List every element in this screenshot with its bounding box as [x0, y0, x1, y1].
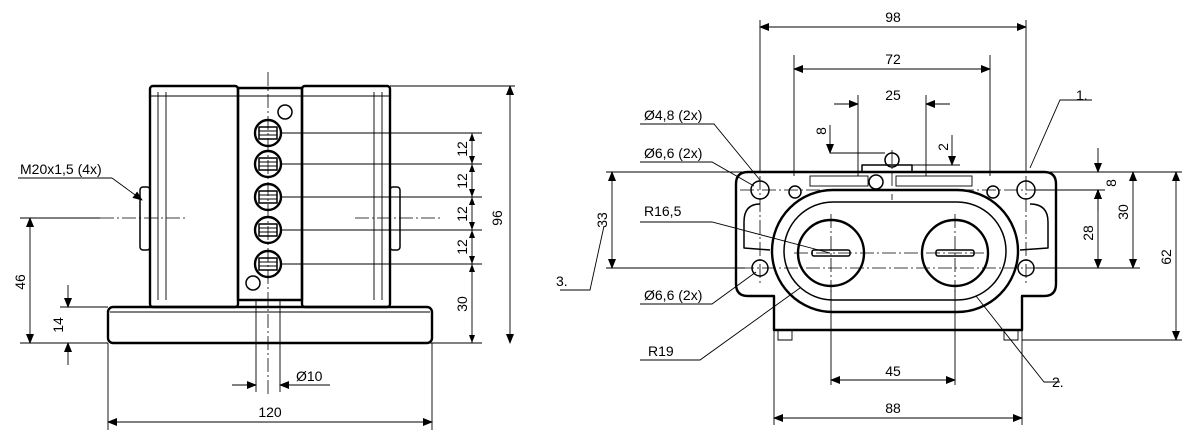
mount-hole-top: [277, 104, 293, 120]
callout-1: 1.: [1076, 87, 1088, 103]
dim-height-total: 96: [489, 210, 505, 226]
dim-small-8: 8: [813, 127, 829, 135]
dim-pitch-2: 12: [454, 173, 470, 189]
side-view: 98 72 25 8 2 Ø4,8 (2x) Ø6,6 (2x) R16,5 Ø…: [556, 9, 1182, 425]
left-gland: [139, 186, 151, 251]
dim-right-30: 30: [1115, 204, 1131, 220]
center-channel: [236, 86, 304, 302]
dim-right-8: 8: [1103, 179, 1119, 187]
dim-right-28: 28: [1080, 225, 1096, 241]
dim-pitch-1: 12: [454, 141, 470, 157]
dim-right-62: 62: [1158, 249, 1174, 265]
dim-bottom-88: 88: [885, 400, 901, 416]
dim-height-axis: 46: [12, 274, 28, 290]
front-view: M20x1,5 (4x) 96 12 12 12 12 30 46 14 Ø10…: [12, 72, 515, 430]
right-gland: [389, 186, 401, 251]
thread-label: M20x1,5 (4x): [20, 161, 102, 177]
dim-hole-dia: Ø10: [296, 368, 323, 384]
dim-bottom-45: 45: [885, 363, 901, 379]
hole-66-top-label: Ø6,6 (2x): [644, 145, 702, 161]
dim-lower-axis: 30: [454, 296, 470, 312]
radius-19-label: R19: [648, 343, 674, 359]
hole-small-right: [986, 185, 1000, 199]
oval-inner: [783, 201, 1007, 301]
callout-2: 2.: [1052, 374, 1064, 390]
dim-base-height: 14: [50, 317, 66, 333]
hole-48-label: Ø4,8 (2x): [644, 107, 702, 123]
pitch-arrows: [469, 133, 475, 343]
left-housing: [148, 84, 240, 309]
dim-pitch-3: 12: [454, 206, 470, 222]
mount-hole-bottom: [245, 275, 261, 291]
hole-66-bottom-label: Ø6,6 (2x): [644, 287, 702, 303]
base-plate: [106, 305, 434, 345]
dim-outer-width: 98: [885, 9, 901, 25]
dim-33: 33: [594, 212, 610, 228]
hole-small-left: [788, 185, 802, 199]
dim-mid-width: 72: [885, 51, 901, 67]
dim-pitch-4: 12: [454, 239, 470, 255]
dim-small-2: 2: [935, 143, 951, 151]
dim-top-width: 25: [885, 87, 901, 103]
dim-width: 120: [258, 404, 282, 420]
radius-165-label: R16,5: [644, 203, 682, 219]
callout-3: 3.: [556, 273, 568, 289]
top-rail: [809, 175, 869, 187]
right-housing: [300, 84, 392, 309]
